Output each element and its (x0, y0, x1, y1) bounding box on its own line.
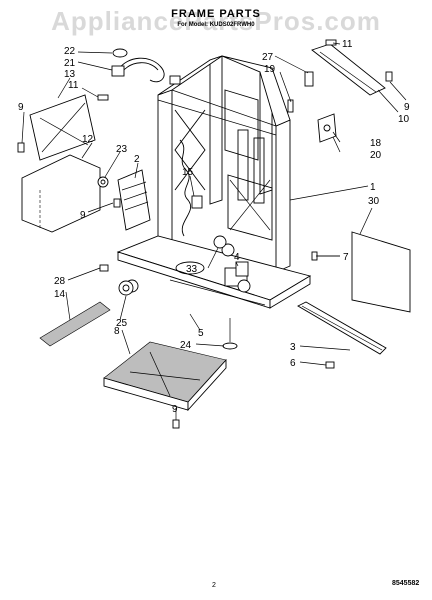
callout-28: 28 (54, 276, 66, 287)
side-bracket-13 (29, 94, 96, 161)
callout-14: 14 (54, 289, 66, 300)
callout-33: 33 (186, 264, 198, 275)
leveling-leg (222, 318, 238, 350)
callout-23: 27 (262, 52, 274, 63)
power-cord-assembly (111, 57, 181, 85)
leader-lines (21, 42, 407, 420)
callout-21: 21 (64, 58, 76, 69)
grommet-24 (97, 176, 109, 188)
callout-1: 1 (370, 182, 376, 193)
callout-5: 5 (198, 328, 204, 339)
callout-7: 7 (343, 252, 349, 263)
wheel-27 (118, 280, 134, 296)
callout-9: 9 (172, 404, 178, 415)
watermark: AppliancePartsPros.com (51, 6, 381, 36)
rail-3 (297, 301, 387, 355)
callout-12: 12 (82, 134, 94, 145)
callout-30: 30 (368, 196, 380, 207)
callout-9: 9 (404, 102, 410, 113)
callout-9: 9 (80, 210, 86, 221)
screw-left-11 (97, 94, 109, 101)
cord-clamp (112, 48, 128, 58)
latch-bracket-top-right (287, 39, 386, 143)
callout-11: 11 (68, 80, 79, 91)
shield-12 (21, 154, 101, 233)
callout-10: 10 (398, 114, 410, 125)
connector-15 (191, 195, 203, 209)
callout-numbers: 22 21 13 11 9 12 23 2 15 9 11 27 19 9 10… (18, 39, 410, 415)
callout-24: 23 (116, 144, 128, 155)
callout-9: 9 (18, 102, 24, 113)
callout-6: 6 (290, 358, 296, 369)
fittings (213, 235, 249, 277)
page-title: FRAME PARTS (171, 8, 261, 20)
page-number: 2 (212, 582, 216, 589)
frame-assembly (116, 55, 312, 309)
panel-2 (117, 169, 151, 231)
callout-27: 25 (116, 318, 128, 329)
callout-13: 13 (64, 69, 76, 80)
callout-20: 20 (370, 150, 382, 161)
callout-8: 8 (114, 326, 120, 337)
callout-4: 4 (234, 252, 240, 263)
callout-2: 2 (134, 154, 140, 165)
callout-15: 15 (182, 167, 194, 178)
back-panel-30 (351, 231, 411, 313)
model-subtitle: For Model: KUDS02FRWH0 (177, 22, 255, 28)
toe-strip-14 (39, 301, 111, 347)
callout-3: 3 (290, 342, 296, 353)
screw-28 (99, 264, 109, 272)
figure-number: 8545582 (392, 580, 420, 587)
screw-6 (325, 361, 335, 369)
base-pan-8 (103, 341, 227, 412)
callout-19: 19 (264, 64, 276, 75)
callout-22: 22 (64, 46, 76, 57)
callout-18: 18 (370, 138, 382, 149)
callout-25: 24 (180, 340, 192, 351)
callout-11: 11 (342, 39, 353, 50)
